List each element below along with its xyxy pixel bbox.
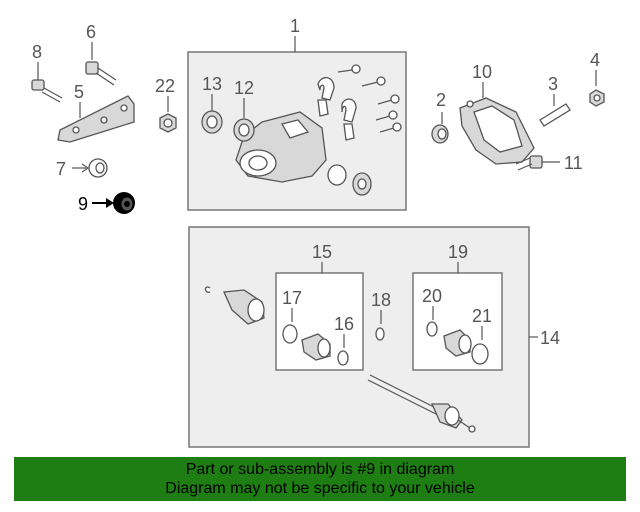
nut-4[interactable]	[589, 70, 605, 107]
callout-6: 6	[86, 22, 96, 42]
bushing-9-highlighted[interactable]	[92, 192, 135, 214]
axle-shaft[interactable]	[367, 374, 476, 433]
clamp-ring-16[interactable]	[337, 334, 349, 366]
callout-2: 2	[436, 90, 446, 110]
banner-line-1: Part or sub-assembly is #9 in diagram	[185, 461, 455, 478]
callout-3: 3	[548, 74, 558, 94]
bushing-2[interactable]	[431, 112, 449, 144]
callout-1: 1	[290, 16, 300, 36]
banner-line-2: Diagram may not be specific to your vehi…	[165, 480, 475, 497]
differential-mount-10[interactable]	[459, 82, 535, 165]
callout-11: 11	[564, 153, 583, 173]
boot-kit-box-15	[275, 272, 364, 371]
cv-joint-inner[interactable]	[204, 286, 265, 325]
differential-carrier-part[interactable]	[235, 64, 402, 196]
callout-20: 20	[422, 286, 442, 306]
clamp-ring-17[interactable]	[282, 308, 298, 344]
cv-boot-19[interactable]	[443, 329, 472, 357]
nut-22[interactable]	[159, 96, 177, 133]
callout-15: 15	[312, 242, 332, 262]
callout-13: 13	[202, 74, 222, 94]
callout-7: 7	[56, 159, 66, 179]
callout-21: 21	[472, 306, 492, 326]
oil-seal-13[interactable]	[201, 94, 223, 134]
callout-17: 17	[282, 288, 302, 308]
oil-seal-12[interactable]	[233, 98, 255, 142]
callout-14: 14	[540, 328, 560, 348]
callout-19: 19	[448, 242, 468, 262]
bolt-6[interactable]	[85, 42, 117, 86]
clamp-ring-21[interactable]	[471, 326, 489, 365]
callout-10: 10	[472, 62, 492, 82]
callout-16: 16	[334, 314, 354, 334]
callout-18: 18	[371, 290, 391, 310]
info-banner: Part or sub-assembly is #9 in diagram Di…	[14, 457, 626, 501]
pin-3[interactable]	[539, 94, 571, 127]
bushing-7[interactable]	[72, 158, 108, 178]
clamp-ring-20[interactable]	[426, 306, 438, 337]
bolt-8[interactable]	[31, 62, 63, 103]
callout-4: 4	[590, 50, 600, 70]
callout-8: 8	[32, 42, 42, 62]
mount-bracket-5[interactable]	[57, 95, 135, 143]
callout-5: 5	[74, 82, 84, 102]
callout-9: 9	[78, 194, 88, 214]
callout-12: 12	[234, 78, 254, 98]
bolt-11[interactable]	[515, 155, 560, 171]
cv-boot-15[interactable]	[301, 333, 331, 361]
snap-ring-18[interactable]	[375, 310, 385, 341]
callout-22: 22	[155, 76, 175, 96]
